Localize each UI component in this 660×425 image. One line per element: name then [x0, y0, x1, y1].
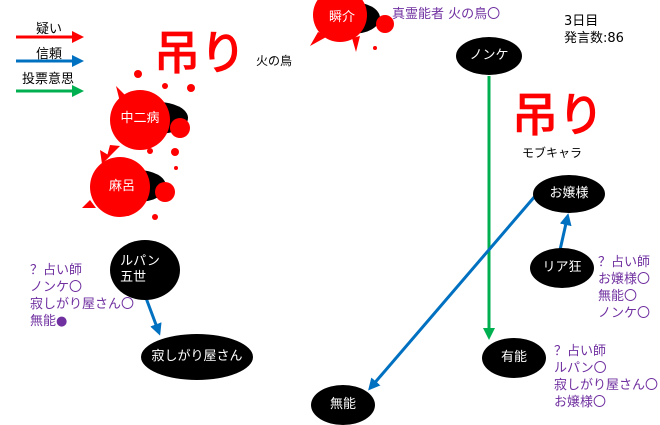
- node-munou[interactable]: [311, 385, 375, 425]
- note-riakyou: ？占い師 お嬢様〇 無能〇 ノンケ〇: [598, 254, 650, 322]
- note-line: 寂しがり屋さん〇: [30, 297, 135, 312]
- label-munou: 無能: [329, 397, 357, 412]
- note-lupin: ？占い師 ノンケ〇 寂しがり屋さん〇 無能●: [30, 262, 134, 330]
- note-yuunou: ？占い師 ルパン〇 寂しがり屋さん〇 お嬢様〇: [554, 343, 658, 411]
- hanged-name-mobukyara: モブキャラ: [522, 146, 583, 160]
- node-lupin[interactable]: [110, 240, 180, 300]
- note-line: ？占い師: [598, 255, 651, 270]
- node-nonke[interactable]: [456, 37, 522, 75]
- note-shunsuke: 真霊能者 火の鳥〇: [392, 7, 501, 22]
- label-nonke: ノンケ: [469, 48, 509, 63]
- label-lupin: ルパン 五世: [120, 254, 160, 285]
- note-line: 寂しがり屋さん〇: [554, 378, 659, 393]
- node-yuunou[interactable]: [482, 338, 546, 378]
- node-sabishigari[interactable]: [141, 334, 253, 380]
- note-line: お嬢様〇: [554, 395, 607, 410]
- note-line: ルパン〇: [554, 361, 607, 376]
- day-label: 3日目: [564, 14, 599, 29]
- dead-label-maro: 麻呂: [108, 179, 136, 194]
- label-sabishigari: 寂しがり屋さん: [151, 349, 243, 364]
- node-riakyou[interactable]: [530, 248, 594, 288]
- trust-arrow-riakyou-to-ojousama: [558, 213, 572, 251]
- trust-arrow-ojousama-to-munou: [368, 194, 538, 391]
- node-ojousama[interactable]: [533, 175, 605, 213]
- note-line: ？占い師: [554, 344, 607, 359]
- dead-node-chuunibyou[interactable]: [106, 70, 195, 160]
- label-ojousama: お嬢様: [549, 186, 589, 201]
- dead-label-shunsuke: 瞬介: [328, 10, 356, 25]
- legend-trust-label: 信頼: [36, 47, 63, 62]
- hanged-name-hinotori: 火の鳥: [256, 54, 293, 68]
- legend-suspicion-label: 疑い: [36, 22, 63, 37]
- dead-node-maro[interactable]: [82, 150, 178, 220]
- hanged-mark-hinotori: 吊り: [154, 26, 246, 80]
- label-riakyou: リア狂: [542, 260, 582, 275]
- dead-node-shunsuke[interactable]: [310, 0, 394, 52]
- trust-arrow-lupin-to-sabishigari: [144, 297, 162, 336]
- note-line: ？占い師: [30, 263, 83, 278]
- post-count: 発言数:86: [564, 31, 624, 46]
- note-line: ノンケ〇: [30, 280, 83, 295]
- note-line: 無能●: [30, 314, 68, 329]
- dead-label-chuunibyou: 中二病: [120, 111, 160, 126]
- label-yuunou: 有能: [500, 350, 528, 365]
- note-line: お嬢様〇: [598, 272, 651, 287]
- legend-vote-label: 投票意思: [22, 72, 75, 87]
- note-line: 無能〇: [598, 289, 638, 304]
- note-line: ノンケ〇: [598, 306, 651, 321]
- hanged-mark-mobukyara: 吊り: [512, 88, 604, 142]
